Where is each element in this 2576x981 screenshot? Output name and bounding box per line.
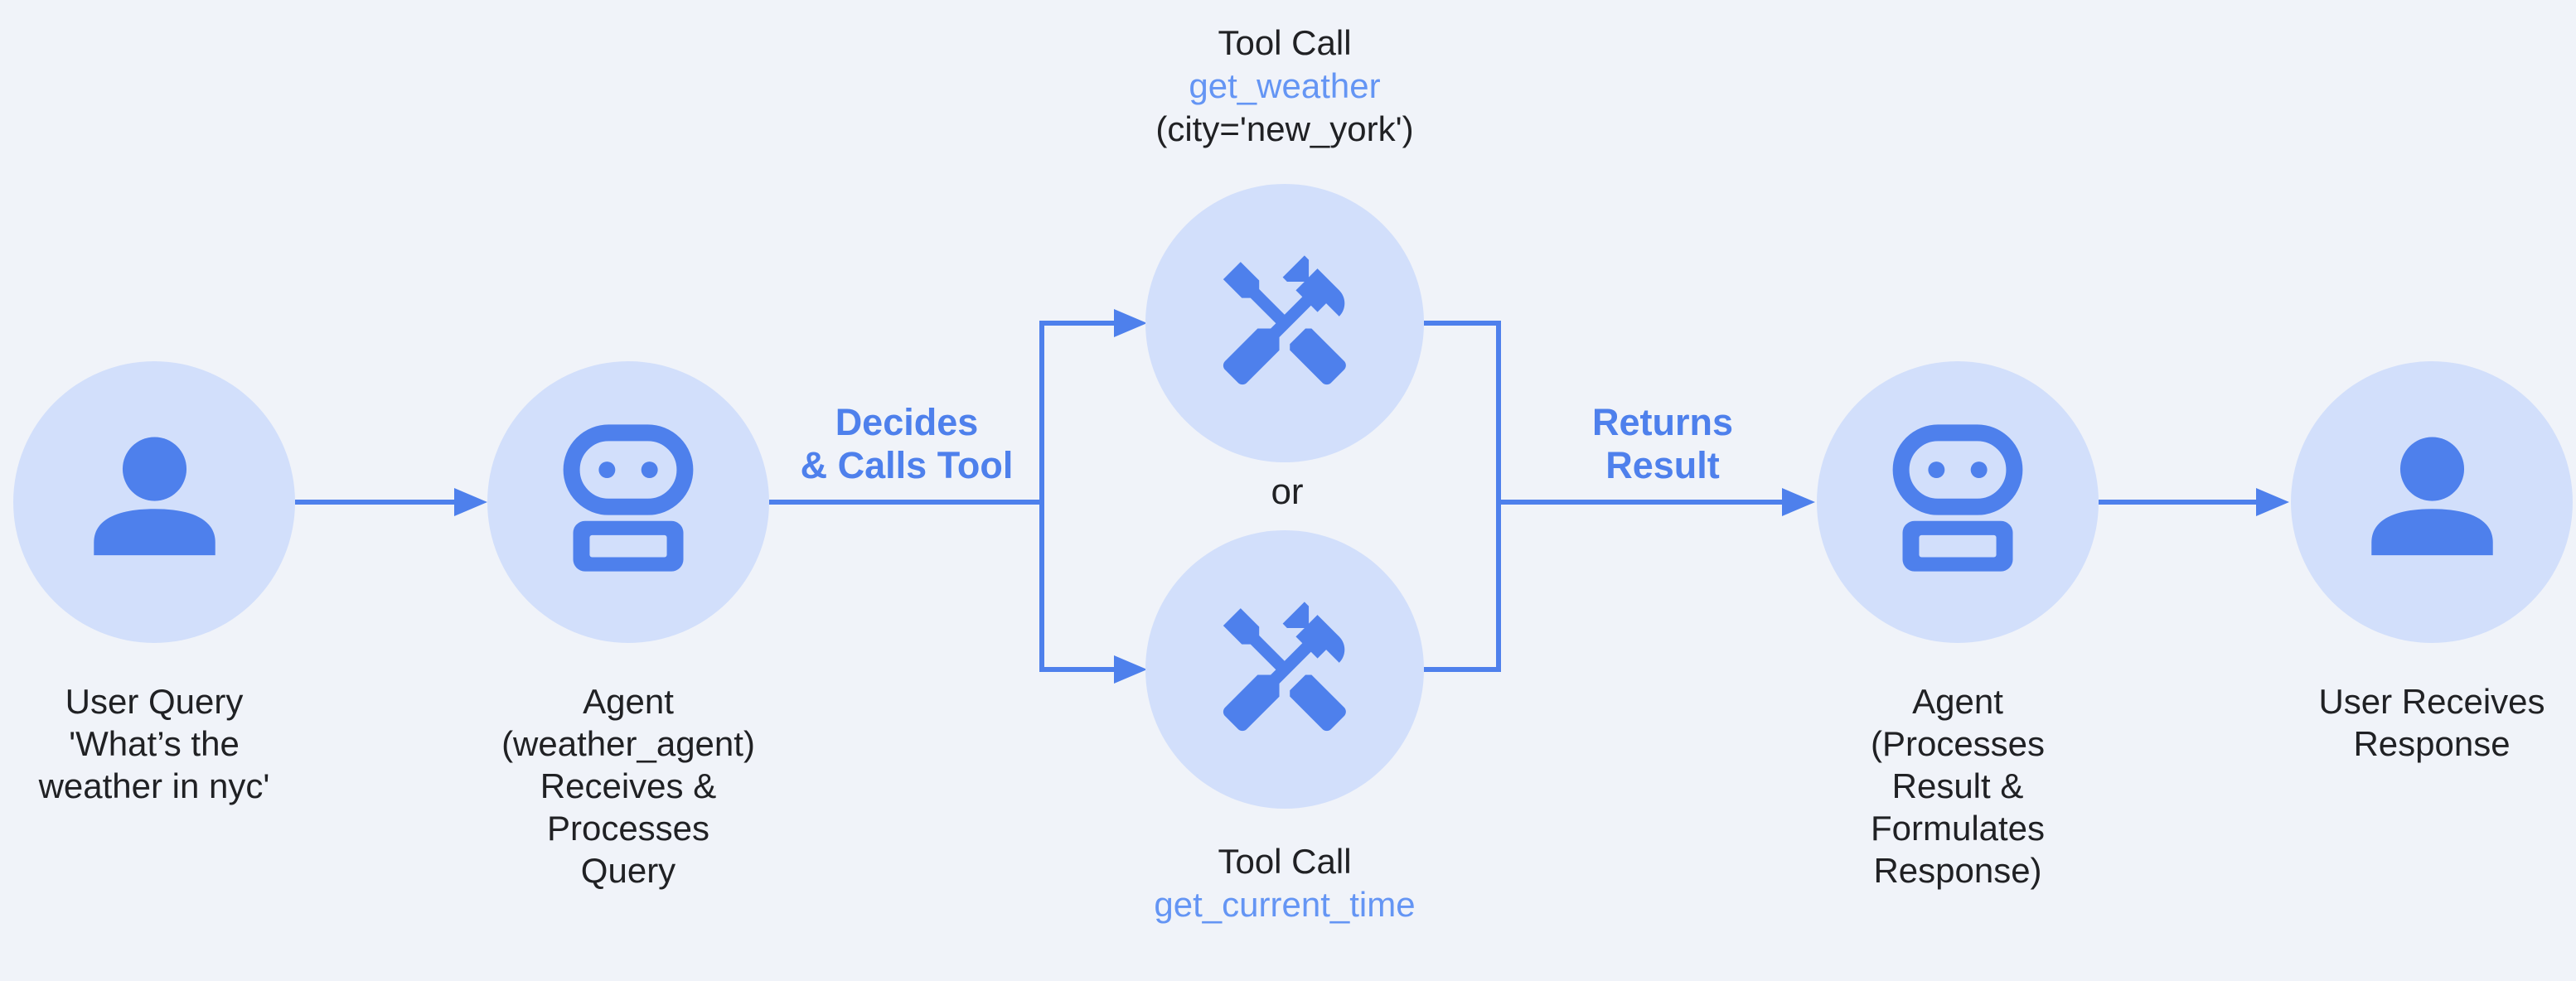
caption-line: User Receives xyxy=(2318,682,2545,721)
robot-icon xyxy=(563,424,694,572)
user-query-node xyxy=(13,361,295,643)
flow-label-line: Returns xyxy=(1591,401,1734,443)
caption-line: Agent xyxy=(1912,682,2003,721)
caption-line: Formulates xyxy=(1870,809,2046,848)
user-receives-node xyxy=(2291,361,2573,643)
tool-weather-label: Tool Call get_weather (city='new_york') xyxy=(1155,22,1413,151)
tool-call-title: Tool Call xyxy=(1218,23,1352,62)
decides-calls-tool-label: Decides & Calls Tool xyxy=(801,401,1014,487)
flow-label-line: Decides xyxy=(835,401,979,443)
caption-line: 'What’s the xyxy=(69,724,240,763)
caption-line: Result & xyxy=(1891,766,2024,805)
caption-line: Query xyxy=(580,851,676,890)
tools-icon xyxy=(1223,255,1346,385)
caption-line: Receives & xyxy=(540,766,717,805)
flow-label-line: & Calls Tool xyxy=(800,444,1014,486)
caption-line: Response) xyxy=(1873,851,2042,890)
agent-receives-caption: Agent (weather_agent) Receives & Process… xyxy=(501,680,755,892)
caption-line: (weather_agent) xyxy=(501,724,755,763)
caption-line: Processes xyxy=(546,809,710,848)
caption-line: Response xyxy=(2353,724,2511,763)
user-query-caption: User Query 'What’s the weather in nyc' xyxy=(39,680,270,807)
tool-time-label: Tool Call get_current_time xyxy=(1154,840,1415,926)
or-label: or xyxy=(1271,471,1304,512)
caption-line: User Query xyxy=(65,682,244,721)
tool-function-name: get_weather xyxy=(1189,66,1381,105)
agent-responds-node xyxy=(1817,361,2099,643)
returns-result-label: Returns Result xyxy=(1592,401,1733,487)
person-icon xyxy=(2370,436,2493,555)
agent-receives-node xyxy=(487,361,769,643)
tool-weather-node xyxy=(1145,184,1424,462)
tool-function-name: get_current_time xyxy=(1154,885,1416,924)
tool-time-node xyxy=(1145,530,1424,809)
flow-label-line: Result xyxy=(1605,444,1720,486)
robot-icon xyxy=(1892,424,2023,572)
tools-icon xyxy=(1223,602,1346,732)
tool-call-title: Tool Call xyxy=(1218,842,1352,881)
caption-line: (Processes xyxy=(1870,724,2046,763)
agent-responds-caption: Agent (Processes Result & Formulates Res… xyxy=(1871,680,2045,892)
caption-line: Agent xyxy=(583,682,674,721)
caption-line: weather in nyc' xyxy=(38,766,270,805)
user-receives-caption: User Receives Response xyxy=(2318,680,2545,765)
tool-call-args: (city='new_york') xyxy=(1155,109,1414,148)
person-icon xyxy=(93,436,215,555)
